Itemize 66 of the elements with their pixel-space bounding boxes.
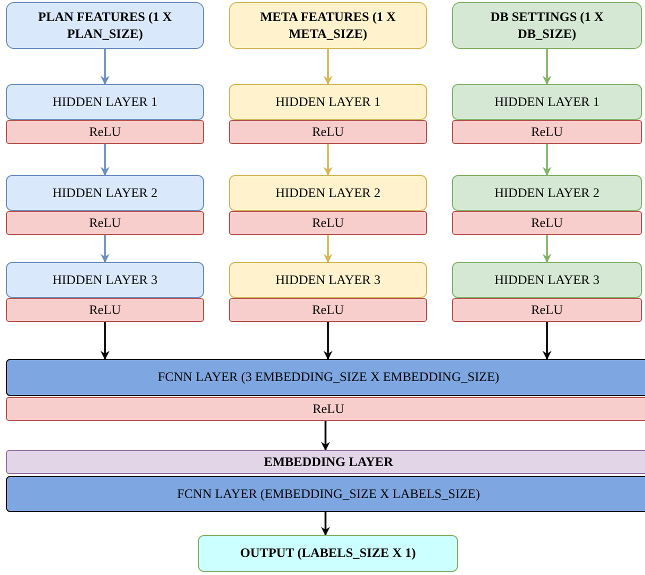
activation-box: [452, 211, 642, 235]
node-label: ReLU: [89, 124, 121, 140]
node-label: HIDDEN LAYER 2: [276, 184, 380, 202]
node-label: HIDDEN LAYER 2: [52, 184, 158, 202]
node-label: OUTPUT (LABELS_SIZE X 1): [240, 545, 416, 562]
input-box: [452, 2, 642, 49]
activation-box: [452, 120, 642, 144]
arrow: [542, 49, 552, 85]
hidden-layer-box: [6, 175, 204, 211]
node-label: HIDDEN LAYER 3: [494, 272, 600, 288]
node-label: ReLU: [531, 302, 563, 318]
hidden-layer-box: [6, 262, 204, 298]
node-label: HIDDEN LAYER 1: [276, 94, 380, 110]
node-label: FCNN LAYER (3 EMBEDDING_SIZE X EMBEDDING_SIZE): [158, 369, 500, 386]
arrow: [100, 235, 110, 263]
node-label: ReLU: [312, 400, 344, 418]
node-label: ReLU: [312, 302, 344, 318]
node-label: HIDDEN LAYER 1: [52, 94, 158, 110]
hidden-layer-box: [6, 84, 204, 120]
node-label: HIDDEN LAYER 2: [494, 184, 600, 202]
input-box: [6, 2, 204, 49]
node-label: ReLU: [89, 302, 121, 318]
hidden-layer-box: [229, 84, 427, 120]
arrow: [100, 144, 110, 176]
activation-box: [6, 211, 204, 235]
arrow: [324, 235, 332, 263]
node-label: ReLU: [531, 214, 563, 232]
node-label: ReLU: [89, 214, 121, 232]
output-box: [198, 535, 458, 572]
input-box: [229, 2, 427, 49]
arrow: [542, 235, 552, 263]
activation-box: [6, 120, 204, 144]
arrow: [542, 144, 552, 176]
arrow: [321, 512, 330, 536]
node-label: EMBEDDING LAYER: [264, 454, 394, 470]
node-label: HIDDEN LAYER 3: [276, 272, 380, 288]
layer-box: [6, 359, 645, 396]
arrow: [542, 322, 552, 360]
node-label: FCNN LAYER (EMBEDDING_SIZE X LABELS_SIZE): [177, 486, 480, 502]
node-label: HIDDEN LAYER 3: [52, 272, 158, 288]
arrow: [324, 144, 332, 176]
hidden-layer-box: [452, 84, 642, 120]
activation-box: [452, 298, 642, 322]
arrow: [321, 421, 330, 451]
activation-box: [229, 298, 427, 322]
arrow: [100, 49, 110, 85]
hidden-layer-box: [229, 262, 427, 298]
arrow: [100, 322, 110, 360]
node-label: PLAN FEATURES (1 X PLAN_SIZE): [37, 9, 173, 42]
layer-box: [6, 450, 645, 474]
layer-box: [6, 476, 645, 512]
arrow: [324, 322, 332, 360]
node-label: HIDDEN LAYER 1: [494, 94, 600, 110]
node-label: ReLU: [531, 124, 563, 140]
arrow: [324, 49, 332, 85]
node-label: DB SETTINGS (1 X DB_SIZE): [489, 9, 605, 42]
hidden-layer-box: [229, 175, 427, 211]
node-label: ReLU: [312, 214, 344, 232]
activation-box: [229, 120, 427, 144]
activation-box: [6, 298, 204, 322]
node-label: ReLU: [312, 124, 344, 140]
hidden-layer-box: [452, 175, 642, 211]
activation-box: [229, 211, 427, 235]
node-label: META FEATURES (1 X META_SIZE): [259, 9, 397, 42]
hidden-layer-box: [452, 262, 642, 298]
activation-box: [6, 397, 645, 421]
